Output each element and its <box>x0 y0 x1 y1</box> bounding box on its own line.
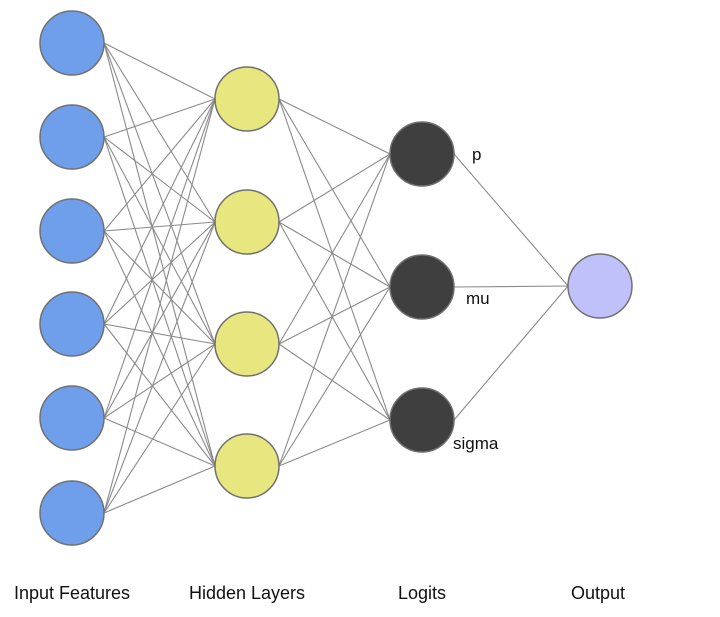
edge-hidden-2-to-logit-2 <box>278 221 391 288</box>
edge-input-4-to-hidden-3 <box>103 323 216 345</box>
edge-hidden-2-to-logit-3 <box>278 221 391 421</box>
edge-input-4-to-hidden-1 <box>103 98 216 325</box>
edge-input-2-to-hidden-2 <box>103 136 216 223</box>
edge-hidden-3-to-logit-1 <box>278 153 391 345</box>
logit-label-sigma: sigma <box>453 434 499 453</box>
output-node-1 <box>567 253 633 319</box>
edge-input-1-to-hidden-4 <box>103 42 216 467</box>
edge-input-5-to-hidden-3 <box>103 343 216 419</box>
edge-input-2-to-hidden-4 <box>103 136 216 467</box>
edge-input-4-to-hidden-2 <box>103 221 216 325</box>
edge-input-2-to-hidden-1 <box>103 98 216 138</box>
edge-input-2-to-hidden-3 <box>103 136 216 345</box>
edge-input-5-to-hidden-2 <box>103 221 216 419</box>
edge-hidden-3-to-logit-3 <box>278 343 391 421</box>
edge-hidden-4-to-logit-1 <box>278 153 391 467</box>
neurons <box>39 10 633 546</box>
layer-title-input: Input Features <box>14 583 130 603</box>
layer-title-output: Output <box>571 583 625 603</box>
edge-input-6-to-hidden-4 <box>103 465 216 514</box>
hidden-node-4 <box>214 433 280 499</box>
edge-hidden-4-to-logit-2 <box>278 286 391 467</box>
logit-label-mu: mu <box>466 289 490 308</box>
edge-input-5-to-hidden-1 <box>103 98 216 419</box>
logit-node-2 <box>389 254 455 320</box>
hidden-node-1 <box>214 66 280 132</box>
edge-hidden-2-to-logit-1 <box>278 153 391 223</box>
logit-node-1 <box>389 121 455 187</box>
edge-hidden-1-to-logit-2 <box>278 98 391 288</box>
edge-input-3-to-hidden-1 <box>103 98 216 232</box>
logit-node-3 <box>389 387 455 453</box>
edge-logit-3-to-output-1 <box>453 285 569 421</box>
edge-input-6-to-hidden-1 <box>103 98 216 514</box>
edge-input-3-to-hidden-3 <box>103 230 216 345</box>
layer-title-logits: Logits <box>398 583 446 603</box>
edge-input-3-to-hidden-2 <box>103 221 216 232</box>
edge-input-6-to-hidden-3 <box>103 343 216 514</box>
edge-input-5-to-hidden-4 <box>103 417 216 467</box>
hidden-node-3 <box>214 311 280 377</box>
edge-logit-2-to-output-1 <box>453 285 569 288</box>
edge-logit-1-to-output-1 <box>453 153 569 287</box>
input-node-1 <box>39 10 105 76</box>
edge-hidden-3-to-logit-2 <box>278 286 391 345</box>
edge-input-3-to-hidden-4 <box>103 230 216 467</box>
hidden-node-2 <box>214 189 280 255</box>
edge-input-1-to-hidden-2 <box>103 42 216 223</box>
edge-hidden-1-to-logit-1 <box>278 98 391 155</box>
edge-hidden-1-to-logit-3 <box>278 98 391 421</box>
logit-label-p: p <box>472 145 481 164</box>
edge-hidden-4-to-logit-3 <box>278 419 391 467</box>
input-node-4 <box>39 291 105 357</box>
edge-input-1-to-hidden-3 <box>103 42 216 345</box>
connections <box>103 42 569 514</box>
input-node-2 <box>39 104 105 170</box>
layer-title-hidden: Hidden Layers <box>189 583 305 603</box>
input-node-5 <box>39 385 105 451</box>
edge-input-6-to-hidden-2 <box>103 221 216 514</box>
edge-input-4-to-hidden-4 <box>103 323 216 467</box>
edge-input-1-to-hidden-1 <box>103 42 216 100</box>
input-node-3 <box>39 198 105 264</box>
input-node-6 <box>39 480 105 546</box>
